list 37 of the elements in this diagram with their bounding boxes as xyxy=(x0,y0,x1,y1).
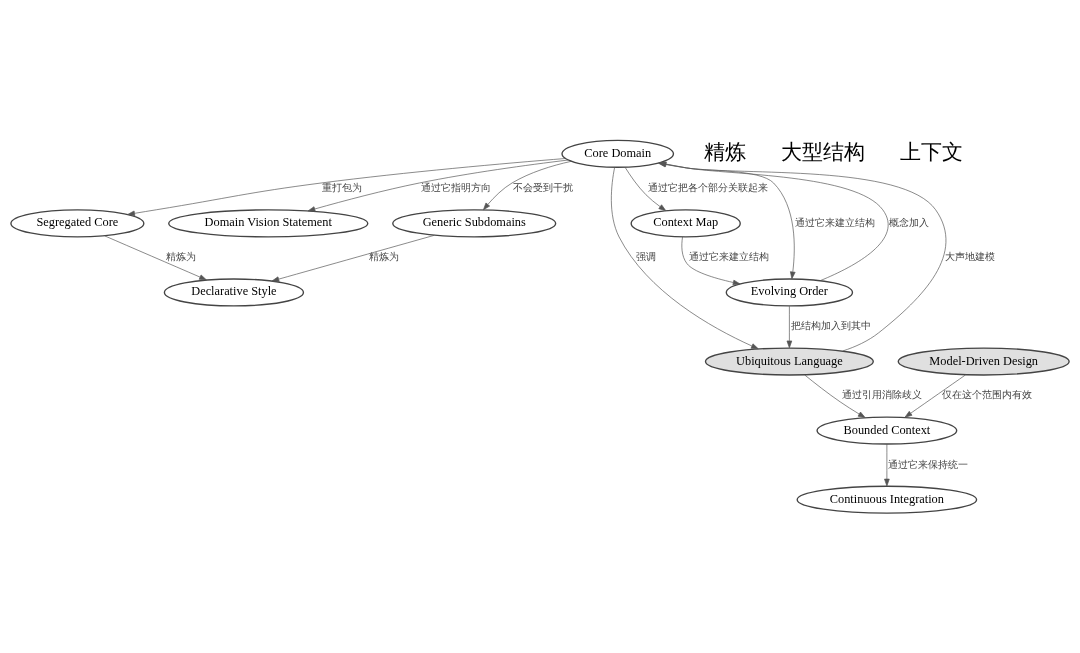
arrow xyxy=(104,235,207,281)
node-ellipse: Generic Subdomains xyxy=(392,209,557,238)
edge-label: 通过它来建立结构 xyxy=(688,250,769,263)
edge-label: 重打包为 xyxy=(322,181,363,194)
edge-label: 仅在这个范围内有效 xyxy=(942,388,1033,401)
node-ellipse: Ubiquitous Language xyxy=(704,347,874,376)
edge-label: 精炼为 xyxy=(166,250,197,263)
edge-label: 不会受到干扰 xyxy=(513,181,574,194)
label: 上下文 xyxy=(900,139,964,164)
node-ellipse: Bounded Context xyxy=(816,416,958,445)
arrow xyxy=(904,374,966,418)
arrow xyxy=(483,161,572,211)
node-ellipse: Domain Vision Statement xyxy=(168,209,369,238)
arrow xyxy=(804,374,866,418)
edge-label: 概念加入 xyxy=(888,215,929,228)
node-ellipse: Continuous Integration xyxy=(796,485,978,514)
label: 大型结构 xyxy=(781,139,866,164)
edge-label: 强调 xyxy=(635,250,656,263)
arrow xyxy=(681,236,741,286)
edge-label: 通过它指明方向 xyxy=(420,181,491,194)
arrow xyxy=(127,158,566,217)
arrow xyxy=(271,234,435,282)
arrow xyxy=(611,167,759,350)
arrow xyxy=(624,166,667,212)
arrow xyxy=(786,305,793,349)
edge-label: 通过它来保持统一 xyxy=(888,457,969,470)
node-ellipse: Model-Driven Design xyxy=(897,347,1070,376)
edge-label: 通过引用消除歧义 xyxy=(841,388,922,401)
edge-label: 大声地建模 xyxy=(944,250,995,263)
arrow xyxy=(307,159,569,212)
edge-label: 通过它来建立结构 xyxy=(795,215,876,228)
label: 精炼 xyxy=(703,139,746,164)
edge-label: 精炼为 xyxy=(369,250,400,263)
edge-label: 把结构加入到其中 xyxy=(790,319,871,332)
edge-label: 通过它把各个部分关联起来 xyxy=(648,181,769,194)
node-ellipse: Context Map xyxy=(630,209,741,238)
arrow xyxy=(884,444,890,487)
